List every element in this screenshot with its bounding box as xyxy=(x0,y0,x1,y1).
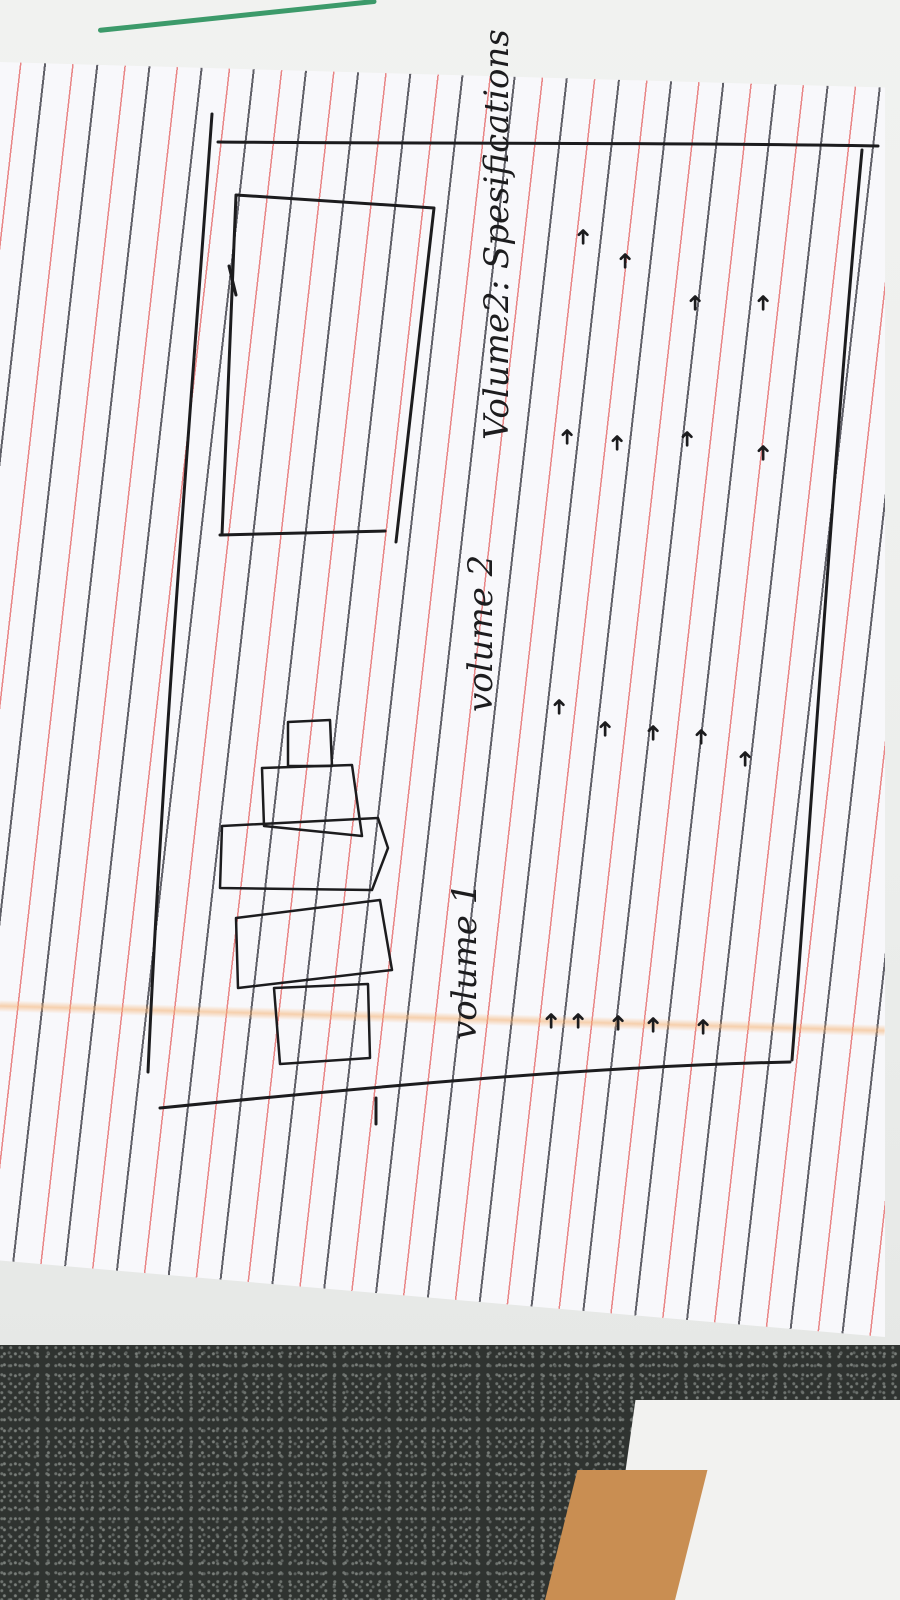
stack-block-3 xyxy=(218,816,390,892)
arrow-icon: ➜ xyxy=(539,1012,564,1030)
arrow-bullets: ➜ ➜ ➜ ➜ ➜ ➜ ➜ ➜ ➜ ➜ ➜ ➜ ➜ ➜ ➜ ➜ ➜ ➜ xyxy=(539,228,776,1036)
arrow-icon: ➜ xyxy=(675,430,700,448)
arrow-icon: ➜ xyxy=(733,750,758,768)
arrow-icon: ➜ xyxy=(613,252,638,270)
lined-paper-sheet xyxy=(0,62,885,1337)
arrow-icon: ➜ xyxy=(751,444,776,462)
stack-block-5 xyxy=(272,982,372,1066)
arrow-icon: ➜ xyxy=(641,1016,666,1034)
outer-frame-right xyxy=(790,148,864,1062)
arrow-icon: ➜ xyxy=(751,294,776,312)
arrow-icon: ➜ xyxy=(555,428,580,446)
image-placeholder-box xyxy=(218,193,436,544)
arrow-icon: ➜ xyxy=(605,434,630,452)
arrow-icon: ➜ xyxy=(691,1018,716,1036)
stack-block-2 xyxy=(260,763,364,838)
stack-block-4 xyxy=(234,898,394,990)
arrow-icon: ➜ xyxy=(683,294,708,312)
arrow-icon: ➜ xyxy=(606,1014,631,1032)
arrow-icon: ➜ xyxy=(641,724,666,742)
arrow-icon: ➜ xyxy=(593,720,618,738)
outer-frame-bottom xyxy=(158,1060,792,1110)
volume-stack-illustration xyxy=(218,718,394,1126)
outer-frame-left xyxy=(146,112,214,1074)
outer-frame-top xyxy=(216,140,880,148)
arrow-icon: ➜ xyxy=(566,1012,591,1030)
arrow-icon: ➜ xyxy=(547,698,572,716)
volume-1-label: volume 1 xyxy=(445,883,485,1040)
volume-2-specifications-label: Volume2: Spesifications xyxy=(477,29,517,440)
arrow-icon: ➜ xyxy=(571,228,596,246)
arrow-icon: ➜ xyxy=(689,728,714,746)
stack-block-1 xyxy=(286,718,334,768)
volume-2-label: volume 2 xyxy=(461,555,501,712)
